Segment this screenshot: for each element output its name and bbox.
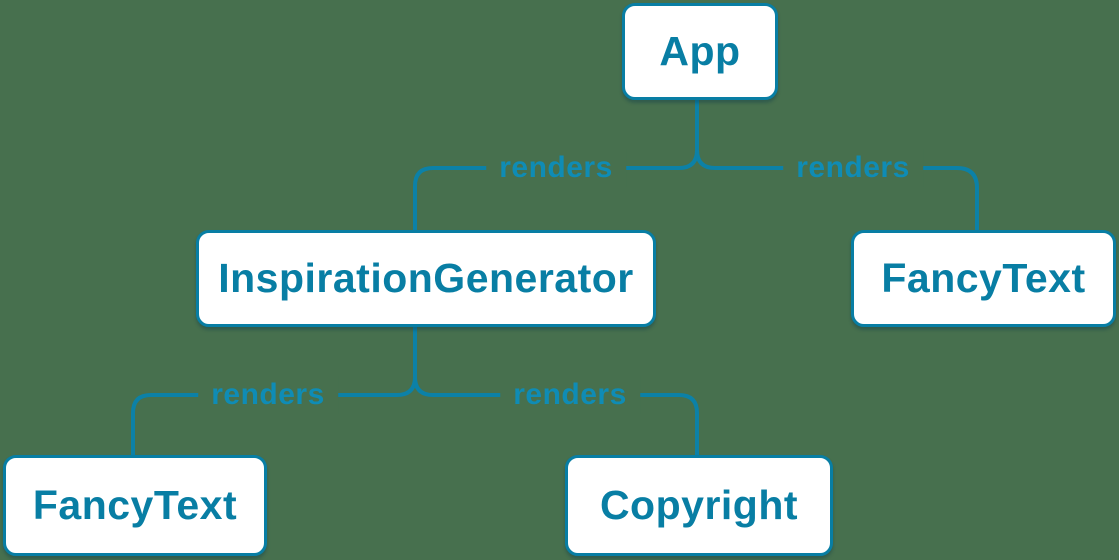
node-inspiration-generator: InspirationGenerator: [196, 230, 656, 327]
edge-label-renders-inspirationgenerator-copyright: renders: [500, 376, 640, 414]
edge-label-renders-inspirationgenerator-fancytext: renders: [198, 376, 338, 414]
node-app: App: [622, 3, 778, 100]
edge-label-renders-app-inspirationgenerator: renders: [486, 149, 626, 187]
node-copyright: Copyright: [565, 455, 833, 556]
node-fancytext-bottom: FancyText: [3, 455, 267, 556]
edge-label-renders-app-fancytext: renders: [783, 149, 923, 187]
node-fancytext-top: FancyText: [851, 230, 1116, 327]
